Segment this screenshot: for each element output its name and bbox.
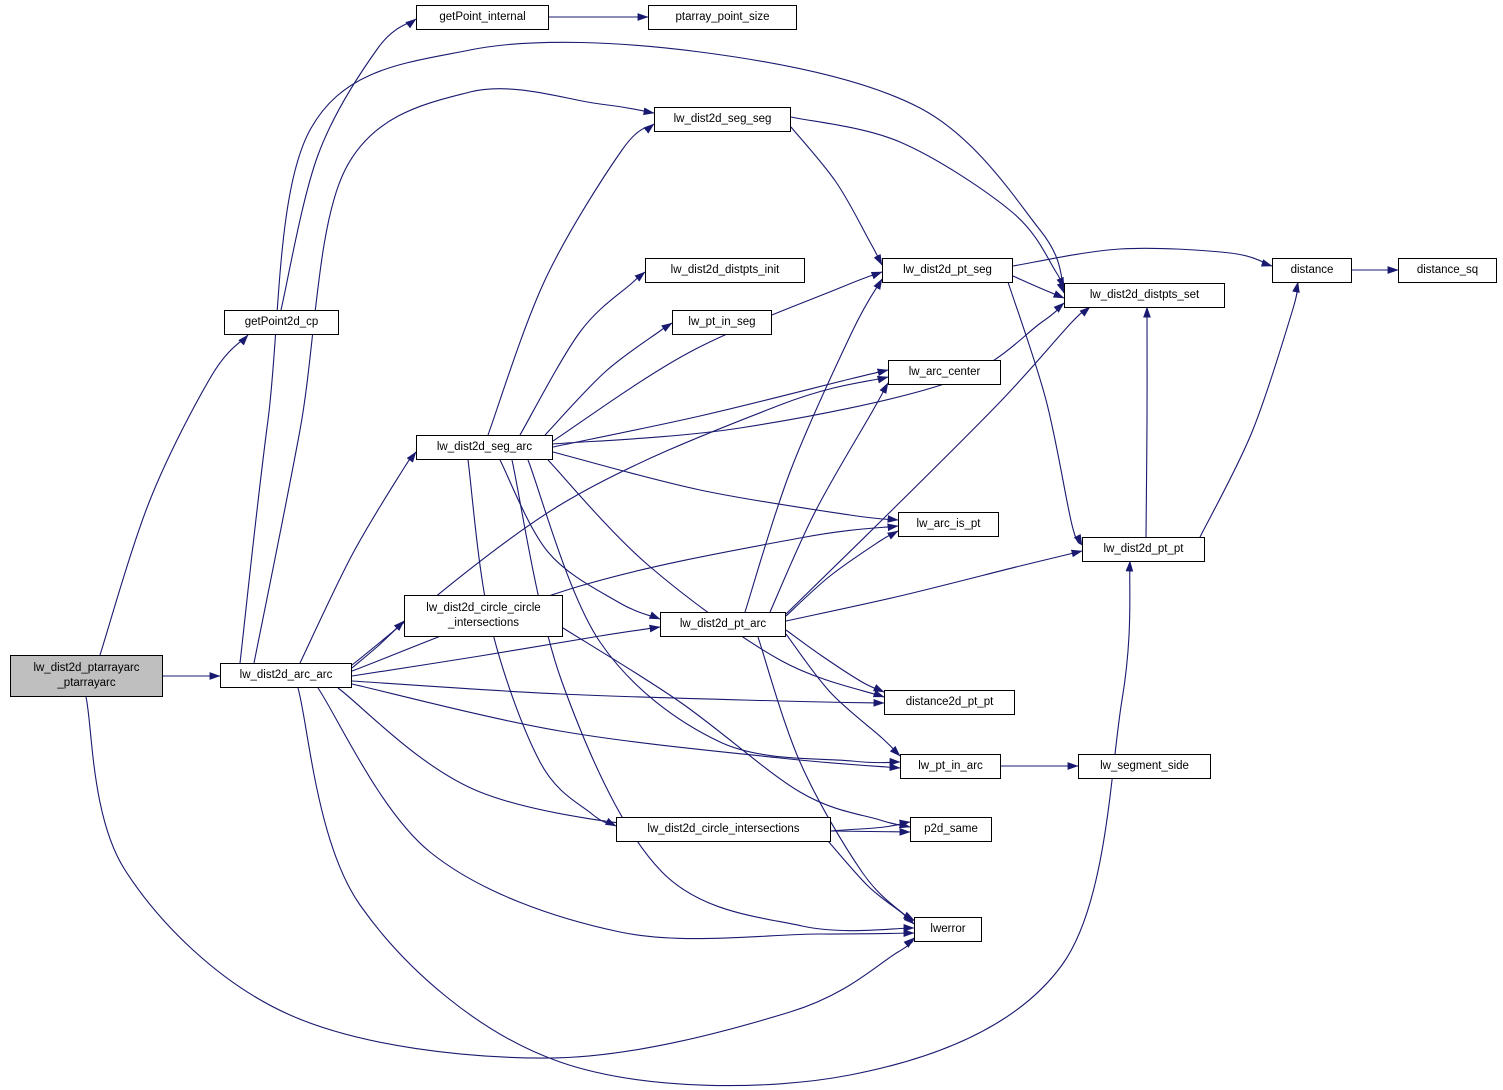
edge-lw_dist2d_pt_seg--distance (1012, 247, 1273, 267)
node-label: lw_segment_side (1100, 760, 1189, 773)
node-label: lw_dist2d_seg_arc (436, 441, 533, 454)
node-lw_dist2d_circle_intersections[interactable]: lw_dist2d_circle_intersections (616, 817, 831, 842)
node-label: lw_dist2d_pt_arc (679, 618, 767, 631)
edge-lw_dist2d_pt_pt--distance (1199, 281, 1300, 538)
node-label: lwerror (930, 923, 966, 936)
edge-lw_dist2d_arc_arc--lwerror (317, 687, 915, 940)
edge-lw_dist2d_arc_arc--lw_dist2d_pt_pt (297, 560, 1134, 1087)
node-lw_dist2d_distpts_init[interactable]: lw_dist2d_distpts_init (645, 258, 805, 283)
node-label: p2d_same (924, 823, 978, 836)
edge-lw_dist2d_arc_arc--lw_dist2d_distpts_set (239, 41, 1065, 664)
node-label: lw_arc_center (908, 366, 981, 379)
edge-lw_dist2d_seg_arc--lw_arc_is_pt (552, 451, 899, 523)
edge-lw_dist2d_seg_arc--lw_dist2d_pt_arc (499, 459, 661, 620)
edges-group (85, 13, 1399, 1087)
node-label: lw_dist2d_distpts_set (1089, 289, 1200, 302)
edge-lw_dist2d_pt_arc--lw_pt_in_arc (785, 633, 901, 757)
edge-lw_dist2d_seg_arc--lw_dist2d_distpts_init (519, 271, 646, 436)
edge-lw_dist2d_seg_arc--lw_dist2d_distpts_set (552, 302, 1065, 445)
edge-lw_dist2d_pt_pt--lw_dist2d_distpts_set (1143, 306, 1151, 538)
edge-lw_dist2d_pt_arc--lw_arc_is_pt (785, 530, 899, 617)
node-label: lw_dist2d_ptarrayarc _ptarrayarc (33, 662, 140, 689)
edge-lw_dist2d_pt_arc--distance2d_pt_pt (785, 629, 885, 693)
edge-lw_dist2d_ptarrayarc_ptarrayarc--getPoint2d_cp (99, 334, 249, 656)
edge-getPoint2d_cp--getPoint_internal (280, 18, 417, 311)
node-label: lw_dist2d_pt_pt (1103, 543, 1184, 556)
node-lw_dist2d_arc_arc[interactable]: lw_dist2d_arc_arc (220, 663, 352, 688)
edge-lw_dist2d_pt_arc--lw_dist2d_pt_pt (785, 549, 1083, 622)
node-label: distance (1290, 264, 1334, 277)
edge-lw_dist2d_circle_circle_intersections--p2d_same (562, 627, 911, 829)
edge-lw_dist2d_seg_arc--lw_pt_in_seg (544, 322, 673, 436)
edge-lw_dist2d_seg_arc--lw_pt_in_arc (527, 459, 901, 766)
node-p2d_same[interactable]: p2d_same (910, 817, 992, 842)
edge-lw_dist2d_pt_arc--lw_arc_center (769, 382, 889, 613)
node-lw_dist2d_ptarrayarc_ptarrayarc: lw_dist2d_ptarrayarc _ptarrayarc (10, 655, 163, 697)
node-lw_segment_side[interactable]: lw_segment_side (1078, 754, 1211, 779)
edge-lw_dist2d_seg_arc--lwerror (511, 459, 915, 932)
node-label: distance2d_pt_pt (905, 696, 994, 709)
node-distance_sq[interactable]: distance_sq (1398, 258, 1497, 283)
edge-lw_dist2d_seg_arc--lw_dist2d_seg_seg (487, 123, 655, 436)
node-getPoint2d_cp[interactable]: getPoint2d_cp (224, 310, 339, 335)
node-label: lw_pt_in_arc (918, 760, 983, 773)
node-label: distance_sq (1416, 264, 1479, 277)
edge-lw_dist2d_seg_seg--lw_dist2d_distpts_set (790, 116, 1065, 294)
edge-lw_dist2d_seg_arc--lw_arc_center (552, 368, 889, 448)
edge-lw_dist2d_arc_arc--lw_dist2d_seg_seg (253, 88, 655, 664)
edge-lw_dist2d_seg_seg--lw_dist2d_pt_seg (790, 126, 883, 266)
edge-lw_dist2d_pt_arc--lw_dist2d_pt_seg (744, 278, 883, 613)
edge-lw_dist2d_arc_arc--lw_dist2d_pt_arc (351, 624, 661, 677)
node-lwerror[interactable]: lwerror (914, 917, 982, 942)
edge-lw_dist2d_seg_arc--lw_dist2d_pt_seg (552, 271, 883, 442)
node-lw_arc_is_pt[interactable]: lw_arc_is_pt (898, 512, 999, 537)
edge-lw_dist2d_circle_intersections--lwerror (827, 840, 915, 925)
edge-lw_dist2d_pt_seg--lw_dist2d_pt_pt (1007, 281, 1083, 546)
edge-lw_dist2d_arc_arc--lw_arc_is_pt (351, 523, 899, 672)
edge-lw_dist2d_pt_arc--lwerror (757, 636, 915, 922)
node-label: lw_dist2d_circle_intersections (647, 823, 800, 836)
edge-lw_dist2d_seg_arc--lw_dist2d_circle_intersections (467, 459, 617, 827)
node-lw_dist2d_seg_arc[interactable]: lw_dist2d_seg_arc (416, 435, 553, 460)
node-lw_dist2d_seg_seg[interactable]: lw_dist2d_seg_seg (654, 107, 791, 132)
edge-lw_dist2d_arc_arc--lw_dist2d_seg_arc (299, 451, 417, 664)
node-lw_dist2d_pt_pt[interactable]: lw_dist2d_pt_pt (1082, 537, 1205, 562)
edge-lw_dist2d_circle_intersections--p2d_same (830, 828, 911, 836)
node-label: lw_dist2d_arc_arc (239, 669, 333, 682)
node-label: getPoint_internal (439, 11, 526, 24)
node-label: lw_dist2d_circle_circle _intersections (426, 602, 541, 629)
node-distance[interactable]: distance (1272, 258, 1352, 283)
node-label: ptarray_point_size (675, 11, 770, 24)
edge-lw_dist2d_ptarrayarc_ptarrayarc--lwerror (85, 696, 915, 1059)
edge-lw_dist2d_arc_arc--distance2d_pt_pt (351, 680, 885, 707)
node-lw_dist2d_circle_circle_intersections[interactable]: lw_dist2d_circle_circle _intersections (404, 595, 563, 637)
node-getPoint_internal[interactable]: getPoint_internal (416, 5, 549, 30)
node-distance2d_pt_pt[interactable]: distance2d_pt_pt (884, 690, 1015, 715)
node-label: lw_arc_is_pt (916, 518, 981, 531)
node-ptarray_point_size[interactable]: ptarray_point_size (648, 5, 797, 30)
edge-lw_dist2d_arc_arc--p2d_same (337, 687, 911, 835)
node-label: lw_pt_in_seg (688, 316, 756, 329)
node-lw_pt_in_seg[interactable]: lw_pt_in_seg (672, 310, 772, 335)
node-label: lw_dist2d_pt_seg (903, 264, 992, 277)
node-lw_dist2d_pt_seg[interactable]: lw_dist2d_pt_seg (882, 258, 1013, 283)
edge-lw_dist2d_pt_arc--lw_dist2d_distpts_set (785, 306, 1091, 615)
node-lw_dist2d_pt_arc[interactable]: lw_dist2d_pt_arc (660, 612, 786, 637)
node-lw_arc_center[interactable]: lw_arc_center (888, 360, 1001, 385)
edge-lw_dist2d_seg_arc--distance2d_pt_pt (547, 459, 885, 698)
edge-lw_dist2d_arc_arc--lw_pt_in_arc (351, 683, 901, 771)
node-lw_pt_in_arc[interactable]: lw_pt_in_arc (900, 754, 1001, 779)
node-label: lw_dist2d_distpts_init (670, 264, 780, 277)
node-label: getPoint2d_cp (244, 316, 319, 329)
node-lw_dist2d_distpts_set[interactable]: lw_dist2d_distpts_set (1064, 283, 1225, 308)
node-label: lw_dist2d_seg_seg (673, 113, 772, 126)
edge-lw_dist2d_pt_seg--lw_dist2d_distpts_set (1012, 275, 1065, 299)
